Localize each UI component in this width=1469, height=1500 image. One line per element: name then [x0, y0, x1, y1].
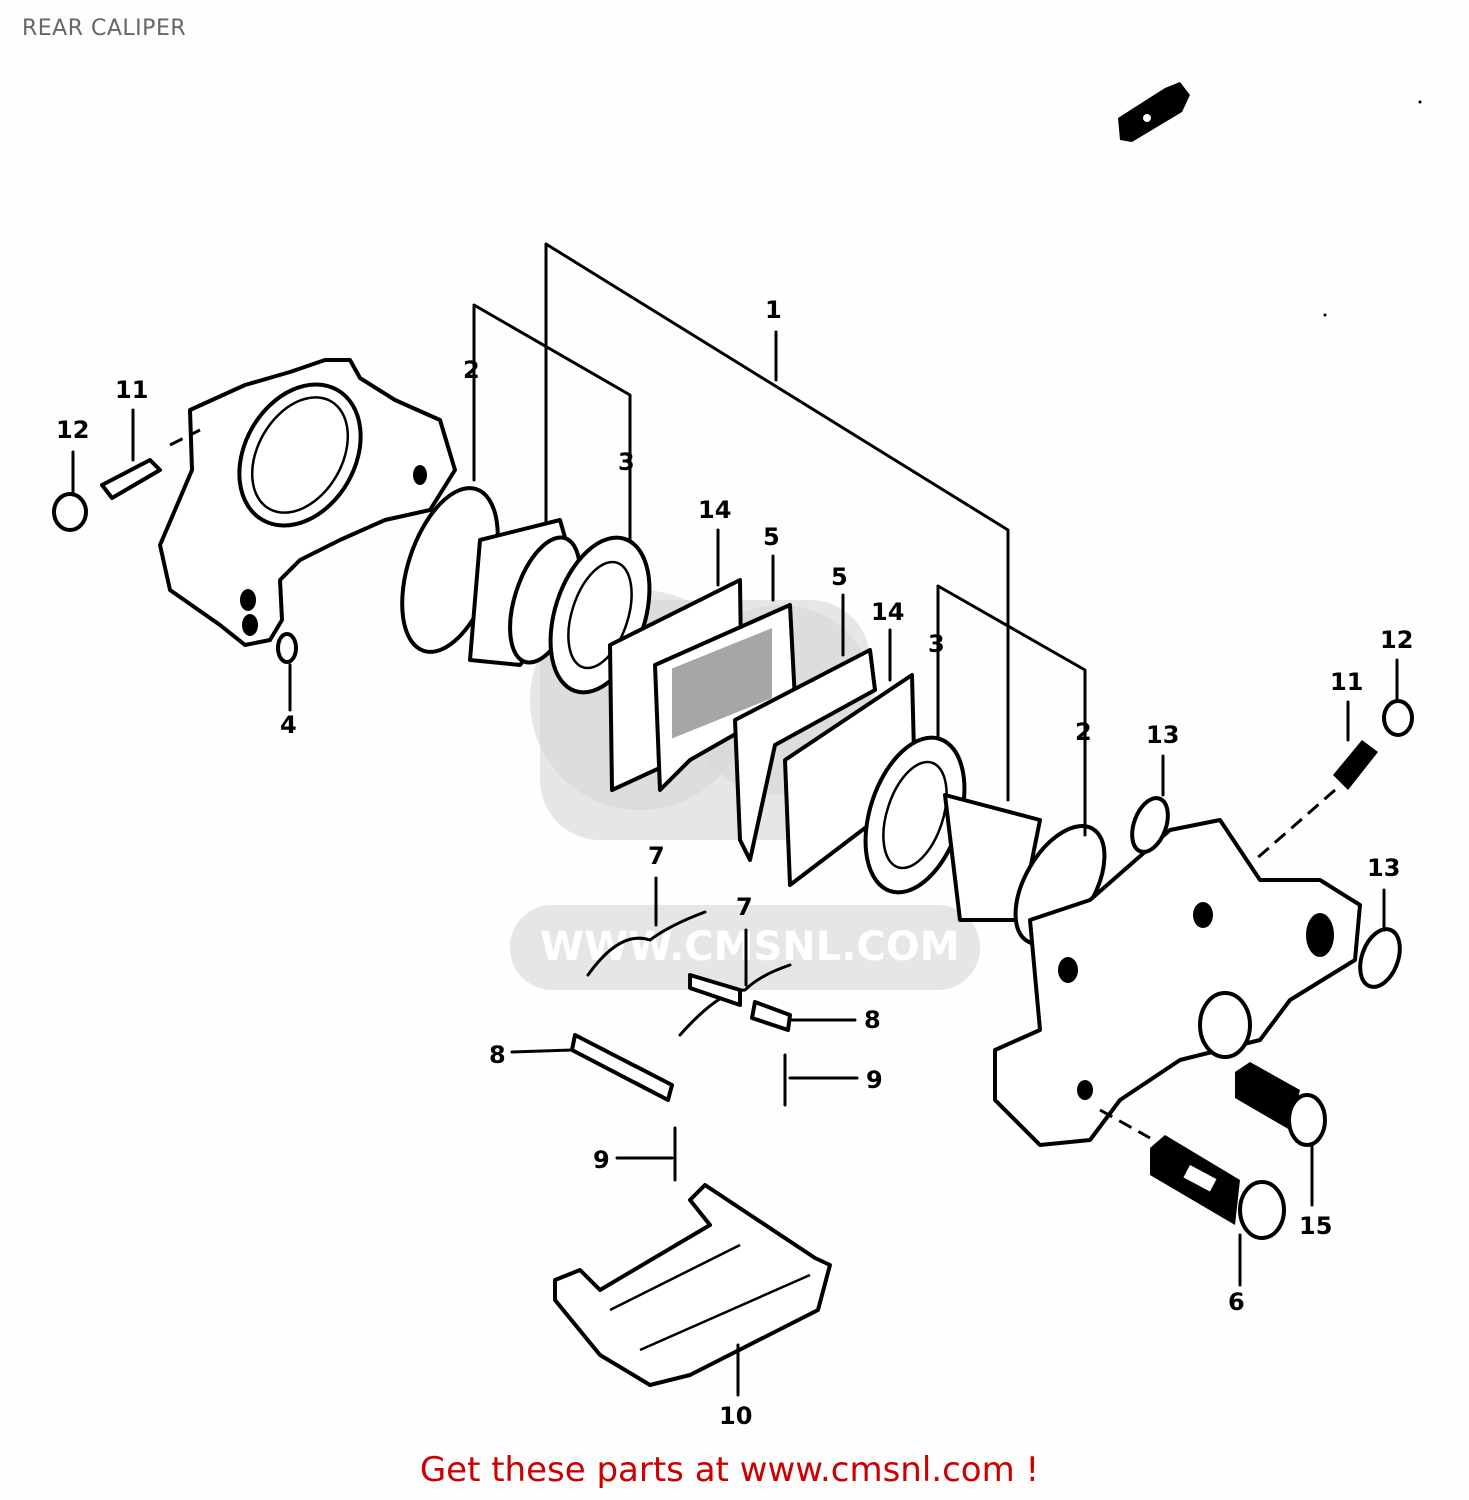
callout-4: 4	[280, 711, 297, 739]
callout-10: 10	[719, 1402, 752, 1430]
callout-2: 2	[463, 356, 480, 384]
watermark-text: WWW.CMSNL.COM	[540, 924, 960, 970]
footer-text[interactable]: Get these parts at www.cmsnl.com !	[419, 1450, 1040, 1490]
right-caliper-body	[993, 818, 1362, 1147]
callout-11: 11	[115, 376, 148, 404]
left-bleeder-assembly	[52, 408, 201, 532]
caliper-bolts	[1099, 1062, 1327, 1287]
callout-8: 8	[864, 1006, 881, 1034]
callout-3: 3	[928, 630, 945, 658]
callout-14: 14	[871, 598, 904, 626]
footer-link-banner[interactable]: Get these parts at www.cmsnl.com !	[0, 1450, 1469, 1490]
brake-pads-and-shims	[608, 528, 917, 887]
callout-6: 6	[1228, 1288, 1245, 1316]
callout-5: 5	[763, 523, 780, 551]
page-title: REAR CALIPER	[22, 16, 187, 41]
washer	[276, 632, 298, 712]
springs-pins-clips	[510, 876, 859, 1182]
callout-9: 9	[866, 1066, 883, 1094]
callout-7: 7	[648, 842, 665, 870]
callout-7: 7	[736, 893, 753, 921]
small-part-icon	[1118, 82, 1190, 142]
callout-13: 13	[1367, 854, 1400, 882]
pad-cover	[553, 1183, 832, 1397]
callout-1: 1	[765, 296, 782, 324]
callout-2: 2	[1075, 718, 1092, 746]
callout-12: 12	[1380, 626, 1413, 654]
callout-15: 15	[1299, 1212, 1332, 1240]
callout-5: 5	[831, 563, 848, 591]
right-bleeder-assembly	[1130, 658, 1414, 989]
callout-14: 14	[698, 496, 731, 524]
callout-3: 3	[618, 448, 635, 476]
callout-8: 8	[489, 1041, 506, 1069]
callout-13: 13	[1146, 721, 1179, 749]
callout-9: 9	[593, 1146, 610, 1174]
callout-12: 12	[56, 416, 89, 444]
callout-labels: 1 2 3 4 5 5 14 14 3 2 11 12 11 12 13 13 …	[56, 296, 1413, 1430]
callout-11: 11	[1330, 668, 1363, 696]
left-caliper-body	[158, 358, 457, 647]
